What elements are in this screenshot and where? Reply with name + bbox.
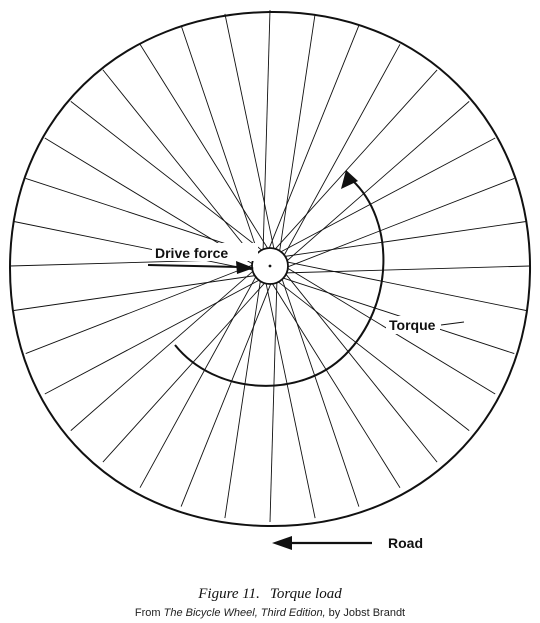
- drive-force-label: Drive force: [155, 245, 228, 261]
- torque-leader-line: [440, 321, 465, 326]
- spoke: [139, 272, 259, 488]
- drive-force-arrow-shaft: [147, 264, 241, 268]
- spoke: [224, 276, 262, 519]
- figure-source-credit: From The Bicycle Wheel, Third Edition, b…: [0, 607, 540, 619]
- spoke: [102, 69, 258, 262]
- figure-number: Figure 11.: [198, 586, 260, 602]
- spoke: [44, 277, 264, 395]
- source-prefix: From: [134, 607, 164, 619]
- spoke: [278, 276, 515, 355]
- spoke: [269, 279, 401, 488]
- spoke: [139, 44, 271, 253]
- spoke: [264, 279, 316, 519]
- drive-force-arrowhead: [236, 261, 254, 274]
- spoke: [13, 221, 257, 272]
- road-arrowhead: [272, 536, 292, 550]
- source-book-title: The Bicycle Wheel, Third Edition,: [163, 607, 326, 619]
- road-label: Road: [388, 535, 423, 551]
- spoke: [180, 279, 273, 507]
- torque-arrowhead: [341, 170, 358, 189]
- spoke: [278, 13, 316, 256]
- bicycle-wheel-diagram: Drive force Torque Road: [8, 9, 532, 551]
- torque-label-backdrop: [386, 316, 440, 334]
- spoke: [283, 260, 527, 311]
- spoke: [280, 274, 360, 507]
- spoke: [267, 25, 360, 253]
- figure-caption: Figure 11. Torque load: [0, 586, 540, 603]
- spoke: [276, 137, 496, 255]
- spoke: [281, 44, 401, 260]
- spoke: [272, 69, 438, 253]
- spoke: [282, 265, 531, 274]
- spoke: [283, 101, 470, 264]
- spoke: [262, 9, 271, 254]
- spoke: [13, 274, 260, 311]
- wheel-rim: [8, 10, 532, 528]
- spoke: [282, 270, 438, 463]
- spoke: [25, 177, 262, 256]
- spoke: [269, 278, 278, 523]
- torque-label: Torque: [389, 317, 436, 333]
- spoke: [70, 101, 266, 254]
- figure-title: Torque load: [269, 586, 342, 602]
- spoke: [283, 177, 515, 269]
- spoke: [180, 25, 260, 258]
- torque-arc-arrow: [174, 179, 385, 387]
- spoke: [274, 278, 470, 431]
- spoke: [224, 13, 276, 253]
- spoke: [102, 279, 268, 463]
- spoke: [25, 263, 257, 355]
- hub-axle-dot: [268, 264, 272, 268]
- drive-force-label-backdrop: [152, 243, 258, 261]
- spoke: [70, 268, 257, 431]
- spoke: [280, 221, 527, 258]
- source-author: by Jobst Brandt: [325, 607, 406, 619]
- spokes: [9, 9, 531, 523]
